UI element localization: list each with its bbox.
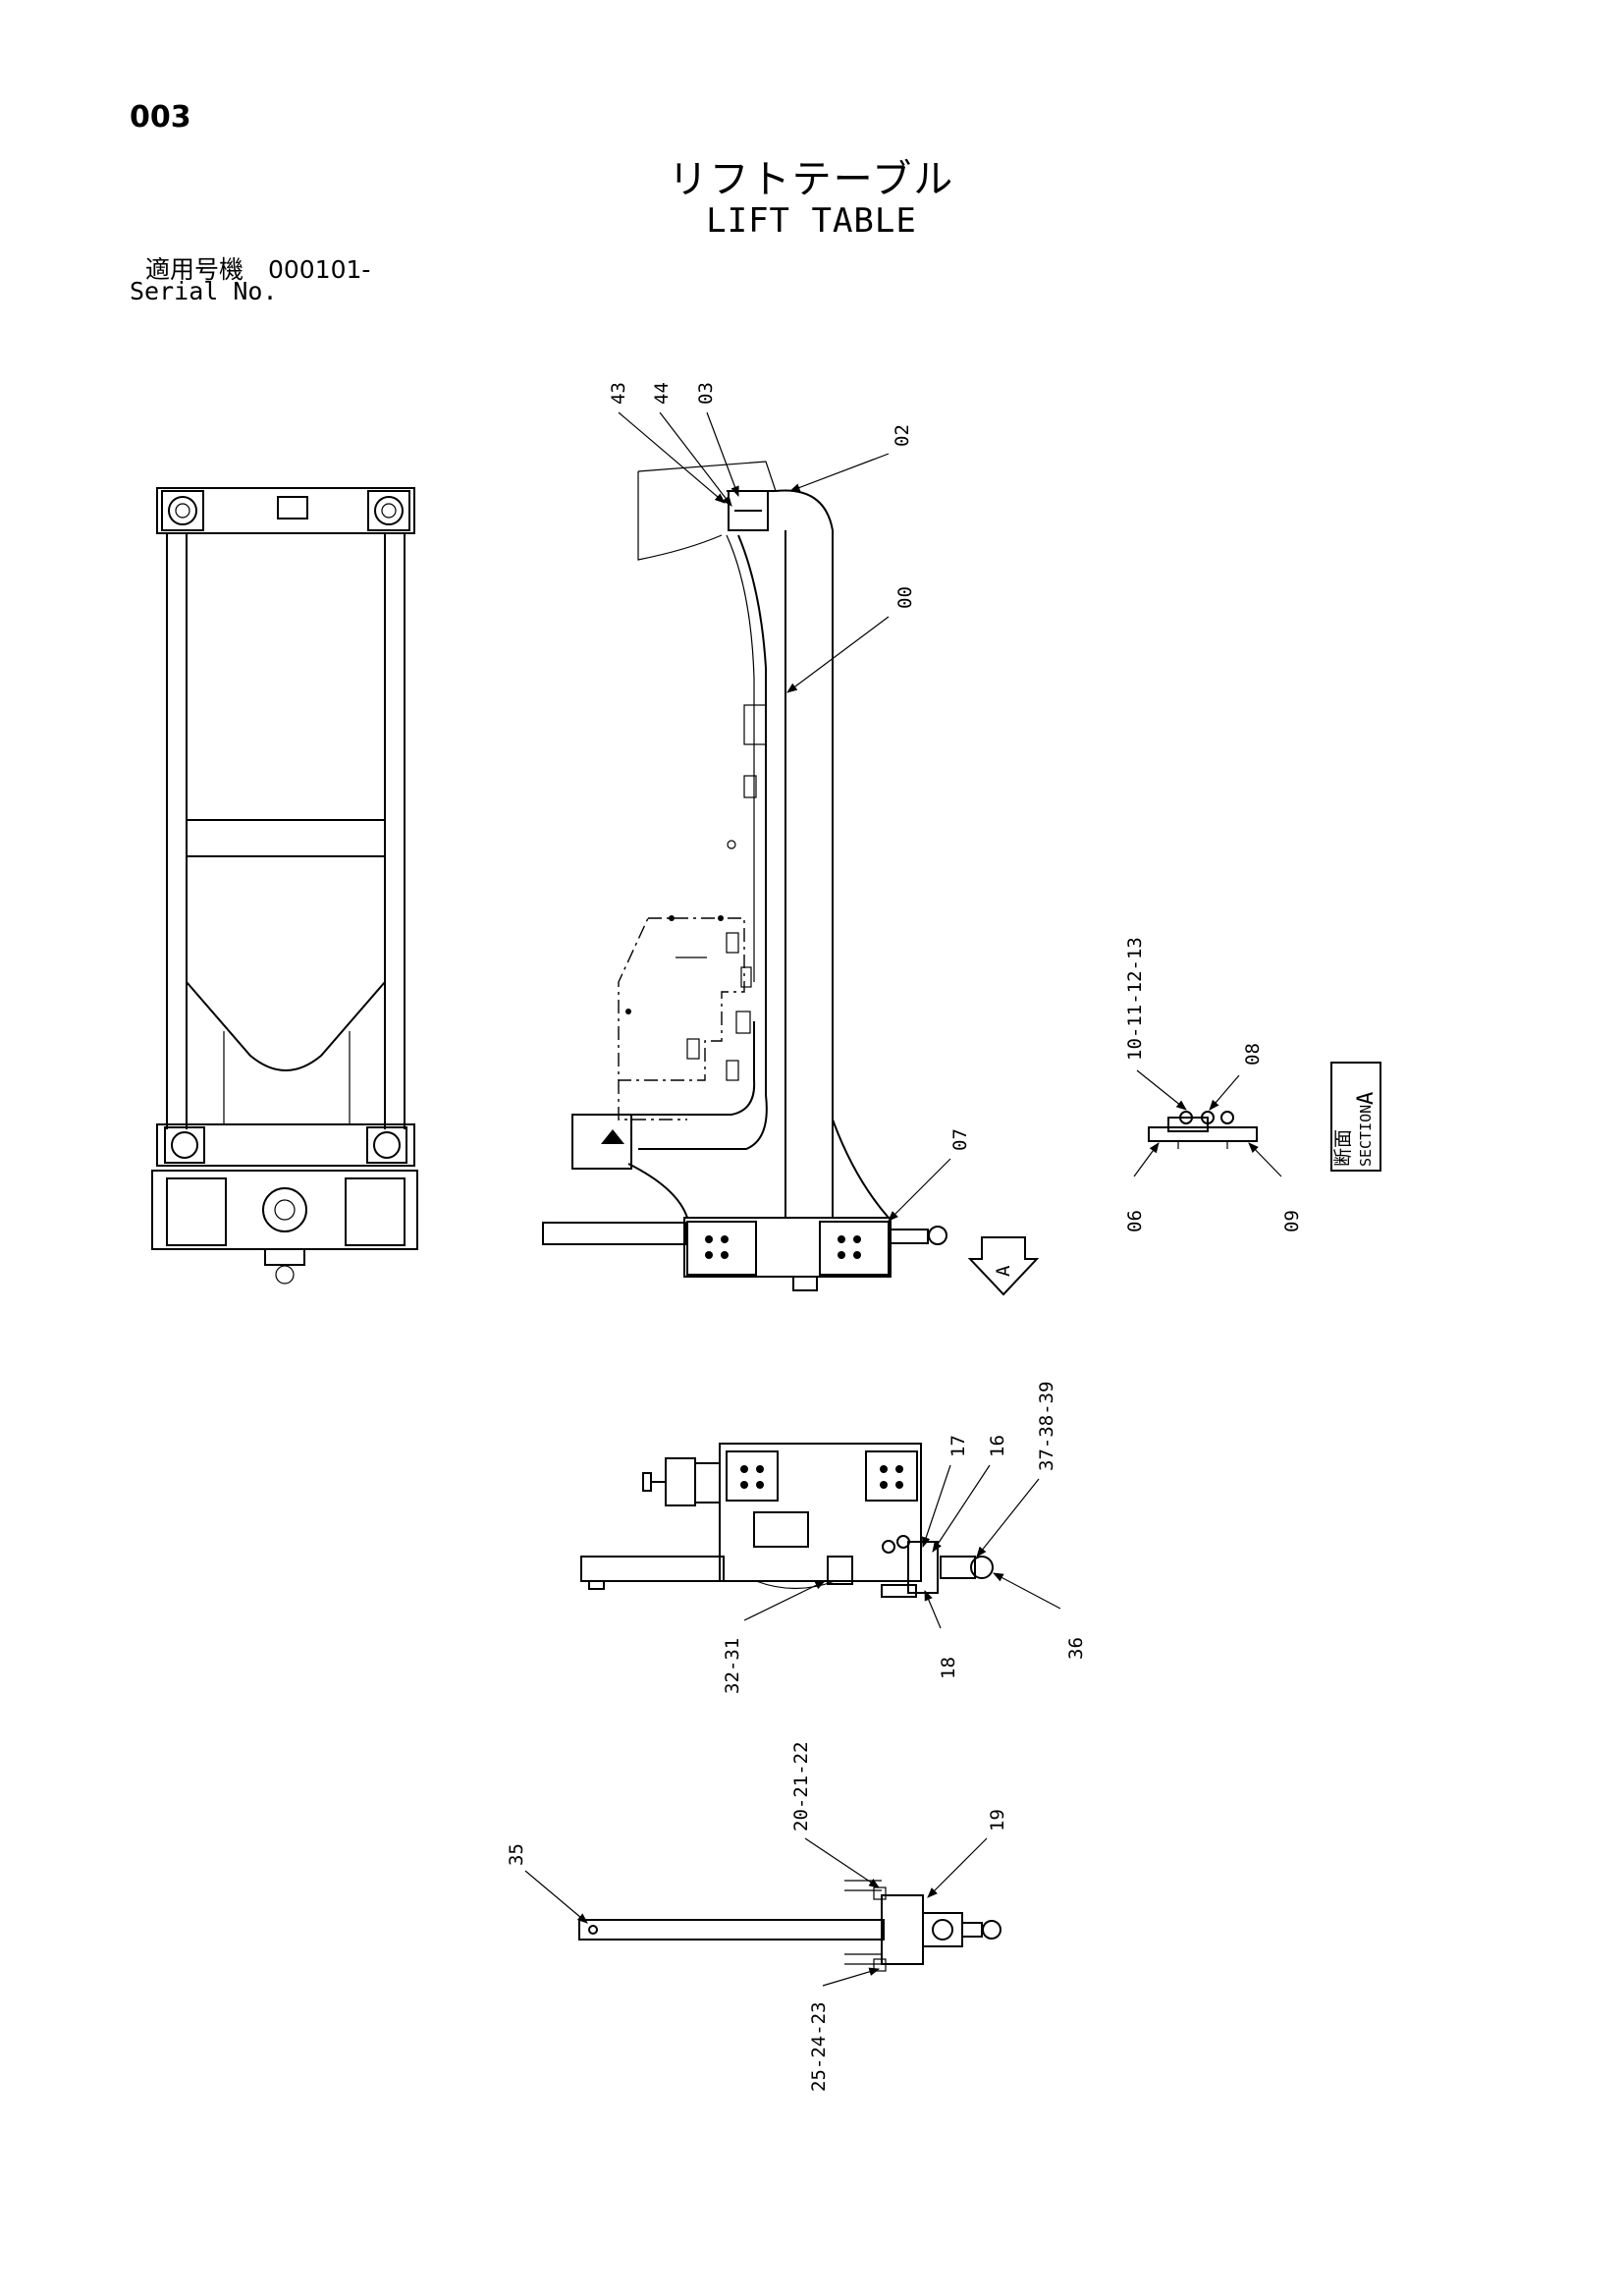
section-letter: A	[1354, 1092, 1379, 1105]
callout-17: 17	[947, 1435, 969, 1457]
callout-09: 09	[1281, 1210, 1303, 1232]
callout-37-38-39: 37-38-39	[1036, 1381, 1057, 1471]
serial-label-english: Serial No.	[130, 277, 278, 305]
front-view	[151, 487, 418, 1285]
top-view	[580, 1443, 994, 1598]
page-number: 003	[130, 100, 191, 135]
section-a-box	[1330, 1062, 1381, 1172]
page-title-japanese: リフトテーブル	[668, 157, 955, 202]
callout-18: 18	[938, 1657, 959, 1679]
callout-10-11-12-13: 10-11-12-13	[1124, 937, 1146, 1061]
view-arrow	[967, 1236, 1040, 1296]
cylinder-view	[578, 1880, 1001, 1972]
section-a-detail: 断面 SECTION A	[1148, 1062, 1381, 1172]
callout-35: 35	[506, 1843, 527, 1866]
section-label-en: SECTION	[1357, 1105, 1375, 1167]
callout-43: 43	[608, 382, 629, 405]
side-view: A	[542, 461, 1040, 1296]
page-title-english: LIFT TABLE	[706, 201, 917, 241]
callout-03: 03	[695, 382, 717, 405]
callout-02: 02	[892, 424, 913, 447]
callout-06: 06	[1124, 1210, 1146, 1232]
callout-36: 36	[1065, 1637, 1087, 1660]
callout-44: 44	[651, 382, 673, 405]
serial-label-japanese: 適用号機 000101-	[145, 255, 371, 284]
callout-16: 16	[987, 1435, 1008, 1457]
callout-07: 07	[949, 1128, 971, 1151]
callout-00: 00	[894, 586, 916, 609]
callout-25-24-23: 25-24-23	[808, 2001, 830, 2092]
callouts: 43 44 03 02 00 07 10-11-12-13 08 06 09 1…	[506, 382, 1303, 2092]
section-label-jp: 断面	[1332, 1129, 1354, 1167]
callout-08: 08	[1242, 1043, 1264, 1066]
callout-20-21-22: 20-21-22	[790, 1741, 812, 1831]
callout-19: 19	[987, 1809, 1008, 1831]
callout-32-31: 32-31	[722, 1638, 743, 1694]
view-arrow-letter: A	[993, 1265, 1014, 1277]
